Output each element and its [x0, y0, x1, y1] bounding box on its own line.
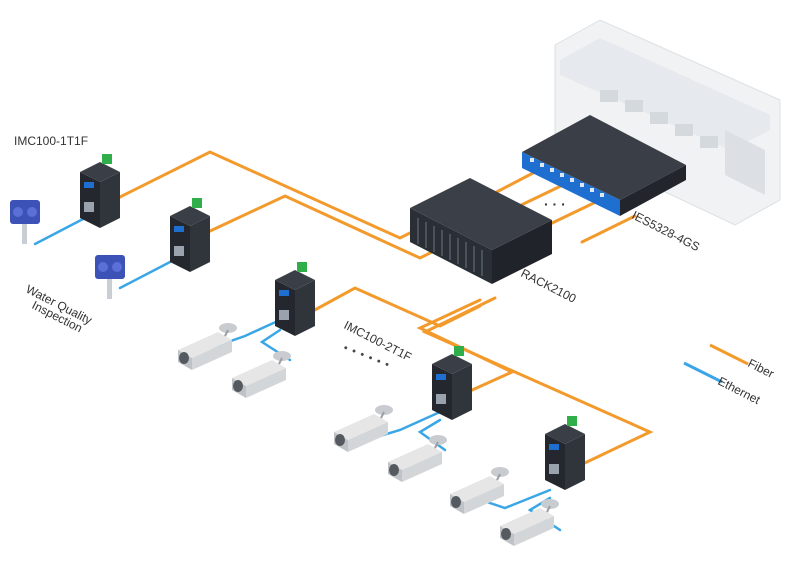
imc100-2t1f-converter: [432, 346, 472, 420]
fiber-link: [206, 194, 442, 260]
imc100-2t1f-converter: [275, 262, 315, 336]
imc100-1t1f-converter: [80, 154, 120, 228]
media-converters: [80, 154, 585, 490]
water-quality-sensors: [10, 200, 125, 299]
control-room-illustration: [554, 19, 781, 226]
ethernet-link: [417, 418, 447, 452]
camera-icon: [178, 323, 237, 370]
camera-icon: [232, 351, 291, 398]
water-sensor-icon: [95, 255, 125, 299]
rack2100-chassis: [410, 178, 552, 284]
water-sensor-icon: [10, 200, 40, 244]
dots-small: · · ·: [544, 196, 566, 212]
fiber-link: [421, 296, 654, 472]
fiber-link: [546, 198, 602, 227]
fiber-link: [298, 286, 482, 328]
camera-icon: [450, 467, 509, 514]
camera-icon: [388, 435, 447, 482]
camera-icon: [500, 499, 559, 546]
cameras: [178, 323, 559, 546]
fiber-link: [116, 150, 422, 240]
legend-fiber-line: [709, 343, 749, 366]
fiber-link: [513, 182, 567, 210]
ethernet-link: [33, 216, 87, 246]
imc100-1t1f-converter: [170, 198, 210, 272]
camera-icon: [334, 405, 393, 452]
label-imc100-1t1f: IMC100-1T1F: [14, 134, 89, 148]
ethernet-link: [118, 260, 172, 290]
ies5328-switch: [522, 115, 686, 216]
imc100-2t1f-converter: [545, 416, 585, 490]
fiber-link: [580, 214, 637, 244]
legend-ethernet-line: [683, 361, 723, 384]
legend: [683, 343, 749, 384]
